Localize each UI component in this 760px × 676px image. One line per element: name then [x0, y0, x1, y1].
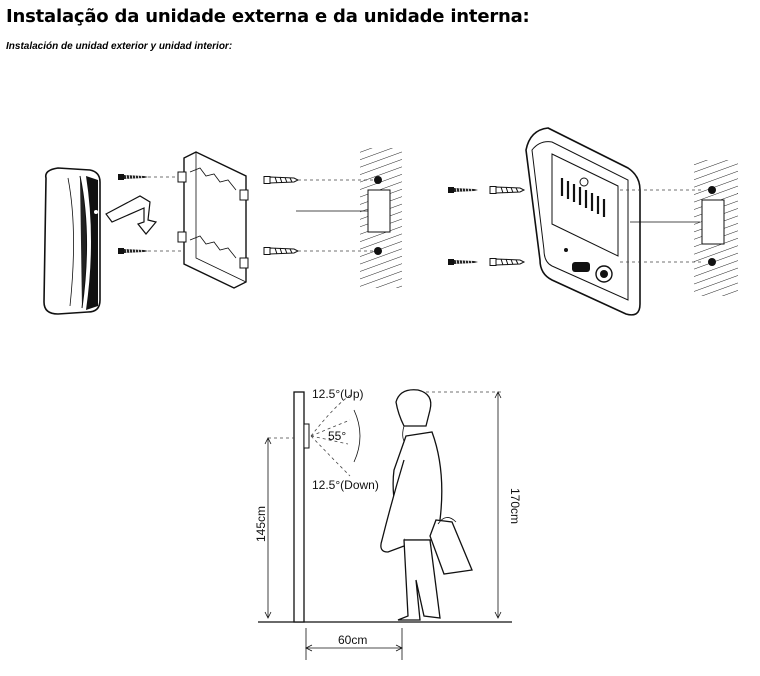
height-unit-label: 145cm — [254, 506, 268, 542]
distance-label: 60cm — [338, 633, 367, 647]
angle-center-label: 55° — [328, 429, 346, 443]
brick-wall-icon — [360, 148, 402, 288]
wall-anchor-icon — [489, 186, 525, 266]
outdoor-door-station-icon — [525, 127, 641, 316]
screw-icon — [447, 186, 479, 266]
person-icon — [380, 389, 473, 621]
mounting-bracket-icon — [177, 151, 249, 289]
arrow-icon — [105, 195, 158, 235]
wall-anchor-icon — [263, 176, 299, 255]
height-person-label: 170cm — [508, 488, 522, 524]
page-subtitle: Instalación de unidad exterior y unidad … — [6, 41, 233, 52]
angle-down-label: 12.5°(Down) — [312, 478, 379, 492]
angle-up-label: 12.5°(Up) — [312, 387, 364, 401]
brick-wall-icon — [694, 160, 738, 296]
indoor-handset-icon — [43, 167, 101, 315]
mounting-height-diagram — [258, 391, 512, 660]
page-title: Instalação da unidade externa e da unida… — [6, 6, 530, 27]
